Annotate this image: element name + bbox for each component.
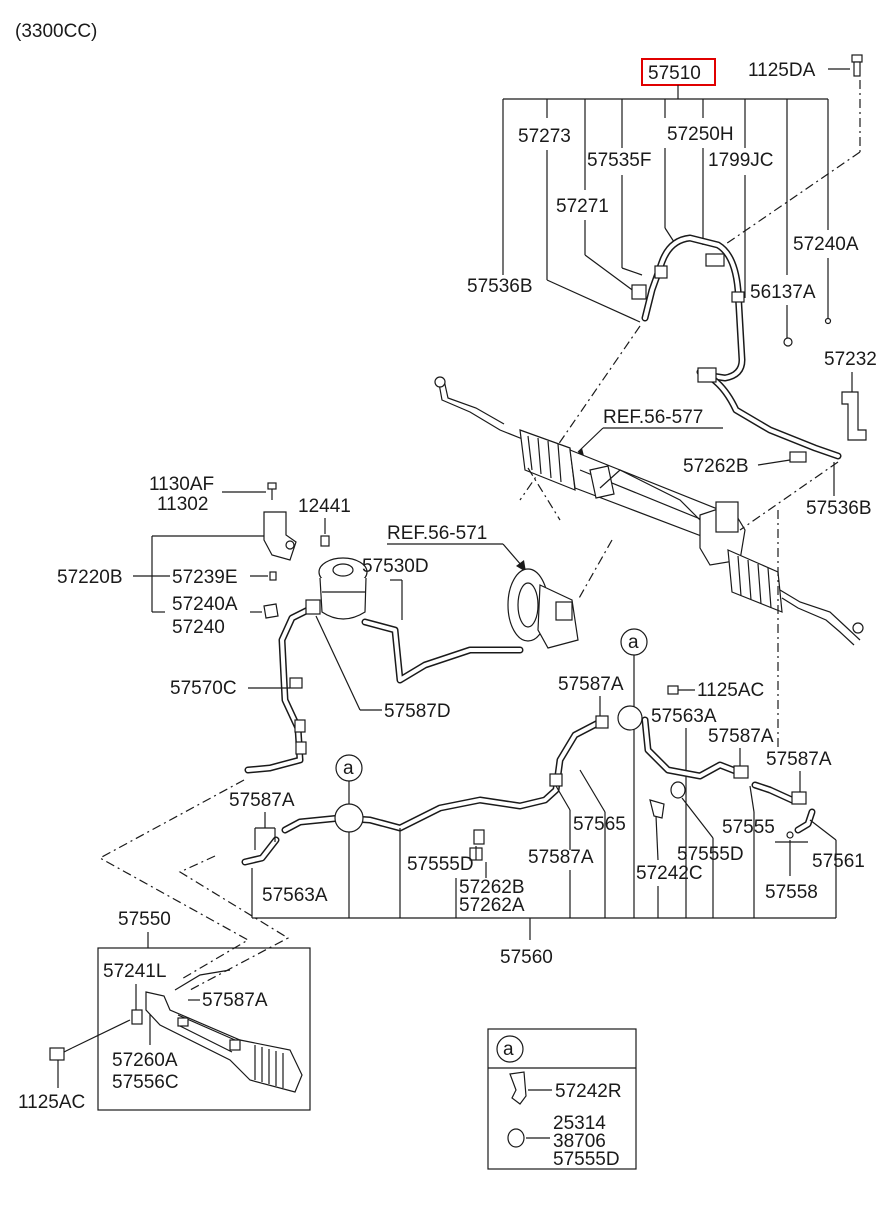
bracket-57220B (133, 511, 297, 619)
label-11302[interactable]: 11302 (157, 494, 208, 515)
label-57536B-right[interactable]: 57536B (806, 498, 872, 519)
label-57565[interactable]: 57565 (573, 814, 626, 835)
label-57241L[interactable]: 57241L (103, 961, 166, 982)
label-57587A-center[interactable]: 57587A (528, 847, 594, 868)
label-57535F[interactable]: 57535F (587, 150, 651, 171)
label-57555D-right[interactable]: 57555D (677, 844, 744, 865)
engine-label: (3300CC) (15, 21, 97, 42)
ref-56-571[interactable]: REF.56-571 (387, 523, 487, 544)
bolt-1125AC (49, 1047, 73, 1061)
label-1799JC[interactable]: 1799JC (708, 150, 774, 171)
label-57273[interactable]: 57273 (518, 126, 571, 147)
label-57250H[interactable]: 57250H (667, 124, 734, 145)
label-57561[interactable]: 57561 (812, 851, 865, 872)
ref-56-577[interactable]: REF.56-577 (603, 407, 703, 428)
legend-a: a 57242R 25314 38706 57555D (487, 1028, 637, 1170)
label-57239E[interactable]: 57239E (172, 567, 238, 588)
cooler-line (241, 715, 816, 866)
label-57587A-3[interactable]: 57587A (766, 749, 832, 770)
label-57271[interactable]: 57271 (556, 196, 609, 217)
label-56137A[interactable]: 56137A (750, 282, 816, 303)
legend-a-title: a (503, 1039, 514, 1060)
label-57556C[interactable]: 57556C (112, 1072, 179, 1093)
label-57555D-center[interactable]: 57555D (407, 854, 474, 875)
callout-a-left-text: a (343, 758, 354, 779)
label-57232[interactable]: 57232 (824, 349, 877, 370)
label-57563A-right[interactable]: 57563A (651, 706, 717, 727)
label-57587D[interactable]: 57587D (384, 701, 451, 722)
label-57558[interactable]: 57558 (765, 882, 818, 903)
label-1130AF[interactable]: 1130AF (149, 474, 214, 495)
label-57536B-top[interactable]: 57536B (467, 276, 533, 297)
label-57262B-right[interactable]: 57262B (683, 456, 749, 477)
return-hose (244, 599, 524, 774)
label-57587A-1[interactable]: 57587A (558, 674, 624, 695)
oil-cooler (131, 969, 303, 1093)
callout-a-right-text: a (628, 632, 639, 653)
label-57262A[interactable]: 57262A (459, 895, 525, 916)
label-57240A-top[interactable]: 57240A (793, 234, 859, 255)
bracket-57560 (252, 917, 836, 940)
bolt-1130AF (267, 482, 277, 500)
legend-item-57242R[interactable]: 57242R (555, 1081, 622, 1102)
label-57570C[interactable]: 57570C (170, 678, 237, 699)
legend-item-38706[interactable]: 38706 (553, 1131, 606, 1152)
label-57530D[interactable]: 57530D (362, 556, 429, 577)
legend-item-57555D[interactable]: 57555D (553, 1149, 620, 1170)
label-57587A-2[interactable]: 57587A (708, 726, 774, 747)
label-57242C[interactable]: 57242C (636, 863, 703, 884)
label-57260A[interactable]: 57260A (112, 1050, 178, 1071)
legend-item-25314[interactable]: 25314 (553, 1113, 606, 1134)
label-57587A-left[interactable]: 57587A (229, 790, 295, 811)
label-57240-left[interactable]: 57240 (172, 617, 225, 638)
bracket-57510 (502, 85, 829, 275)
cooler-box (97, 947, 311, 1111)
label-57262B-center[interactable]: 57262B (459, 877, 525, 898)
steering-rack (434, 376, 864, 646)
reservoir (318, 557, 368, 620)
label-1125AC-right[interactable]: 1125AC (697, 680, 764, 701)
label-1125DA[interactable]: 1125DA (748, 60, 816, 81)
power-steering-pump (507, 568, 579, 649)
label-57220B[interactable]: 57220B (57, 567, 123, 588)
pressure-hose-57510 (631, 234, 842, 460)
label-12441[interactable]: 12441 (298, 496, 351, 517)
label-57510[interactable]: 57510 (648, 63, 701, 84)
label-57587A-bottom[interactable]: 57587A (202, 990, 268, 1011)
bracket-57232 (841, 391, 867, 441)
bolt-1125DA (851, 54, 863, 77)
label-57550[interactable]: 57550 (118, 909, 171, 930)
label-57560[interactable]: 57560 (500, 947, 553, 968)
label-57555[interactable]: 57555 (722, 817, 775, 838)
label-57240A-left[interactable]: 57240A (172, 594, 238, 615)
label-57563A-left[interactable]: 57563A (262, 885, 328, 906)
label-1125AC-bottom[interactable]: 1125AC (18, 1092, 85, 1113)
